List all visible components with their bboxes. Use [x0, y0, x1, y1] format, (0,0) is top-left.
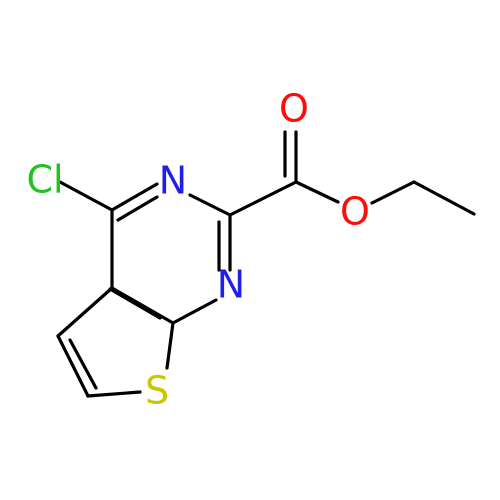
atom-label-layer: Cl N N O O S — [26, 87, 370, 413]
bond-n1-c7a — [171, 298, 218, 325]
atom-o-carbonyl: O — [279, 87, 309, 131]
bond-ch2-ch3 — [412, 180, 476, 216]
bond-c2-ccarbonyl — [228, 180, 298, 217]
bond-layer — [56, 130, 476, 398]
bond-c7a-c3a-a — [110, 286, 175, 325]
bond-c2t-s — [86, 390, 142, 398]
bond-ccarbonyl-oester — [294, 180, 340, 204]
bond-c4-n3-a — [110, 182, 159, 212]
bond-c3a-c3 — [56, 286, 114, 338]
bond-c7a-c3a-b — [108, 287, 162, 320]
bond-s-c7a — [165, 321, 175, 370]
atom-o-ester: O — [340, 190, 370, 234]
atom-s: S — [145, 369, 169, 413]
atom-n1: N — [217, 263, 245, 307]
atom-cl: Cl — [26, 158, 63, 202]
bond-c4-cl — [58, 180, 114, 212]
bond-c3-c2t-b — [68, 338, 98, 390]
bond-c3-c2t-a — [56, 334, 90, 398]
atom-n3: N — [159, 159, 187, 203]
bond-oester-ch2 — [370, 180, 416, 205]
bond-n3-c2 — [188, 193, 232, 217]
bond-c4-n3-b — [116, 195, 159, 222]
